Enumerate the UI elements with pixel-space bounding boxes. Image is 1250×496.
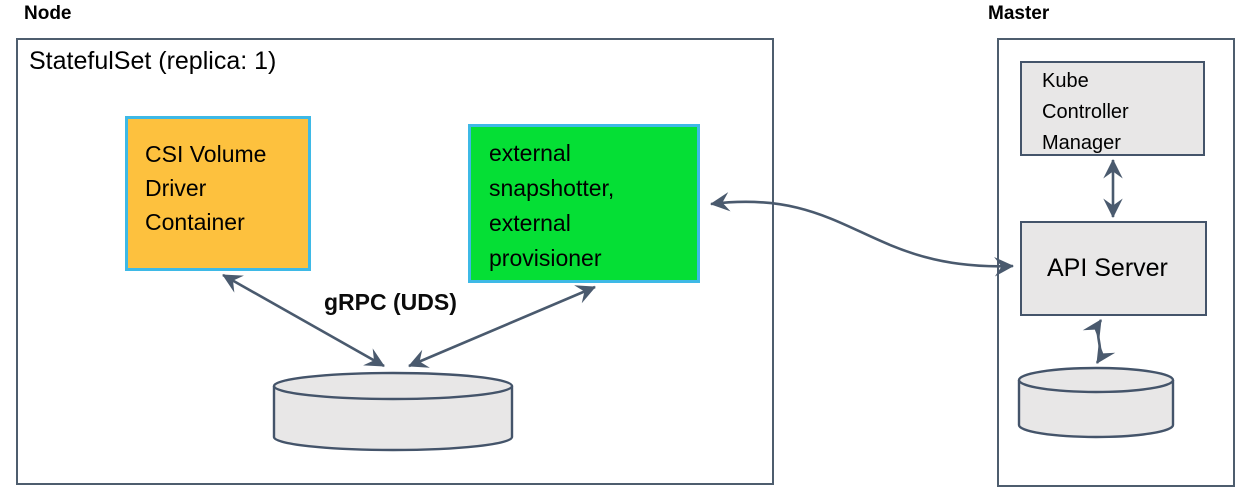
csi-volume-driver-line: Container xyxy=(145,209,245,235)
master-region-label: Master xyxy=(988,3,1050,24)
csi-volume-driver-line: Driver xyxy=(145,175,207,201)
etcd-label: etcd xyxy=(1038,391,1088,421)
node-region-label: Node xyxy=(24,3,72,24)
external-sidecars-line: external xyxy=(489,140,571,166)
kube-controller-manager-line: Manager xyxy=(1042,132,1121,154)
emptydir-volume-label: EmptyDir Volume xyxy=(308,402,478,427)
external-sidecars-line: provisioner xyxy=(489,245,602,271)
kube-controller-manager-line: Controller xyxy=(1042,101,1129,123)
grpc-uds-label: gRPC (UDS) xyxy=(324,289,457,315)
external-sidecars-box: external snapshotter, external provision… xyxy=(468,124,700,283)
csi-volume-driver-box: CSI Volume Driver Container xyxy=(125,116,311,271)
api-server-label: API Server xyxy=(1047,254,1168,282)
kube-controller-manager-box: Kube Controller Manager xyxy=(1020,61,1205,156)
kube-controller-manager-line: Kube xyxy=(1042,70,1089,92)
api-server-box: API Server xyxy=(1020,221,1207,316)
external-sidecars-line: snapshotter, xyxy=(489,175,615,201)
external-sidecars-line: external xyxy=(489,210,571,236)
csi-volume-driver-line: CSI Volume xyxy=(145,141,267,167)
statefulset-title: StatefulSet (replica: 1) xyxy=(29,47,277,75)
